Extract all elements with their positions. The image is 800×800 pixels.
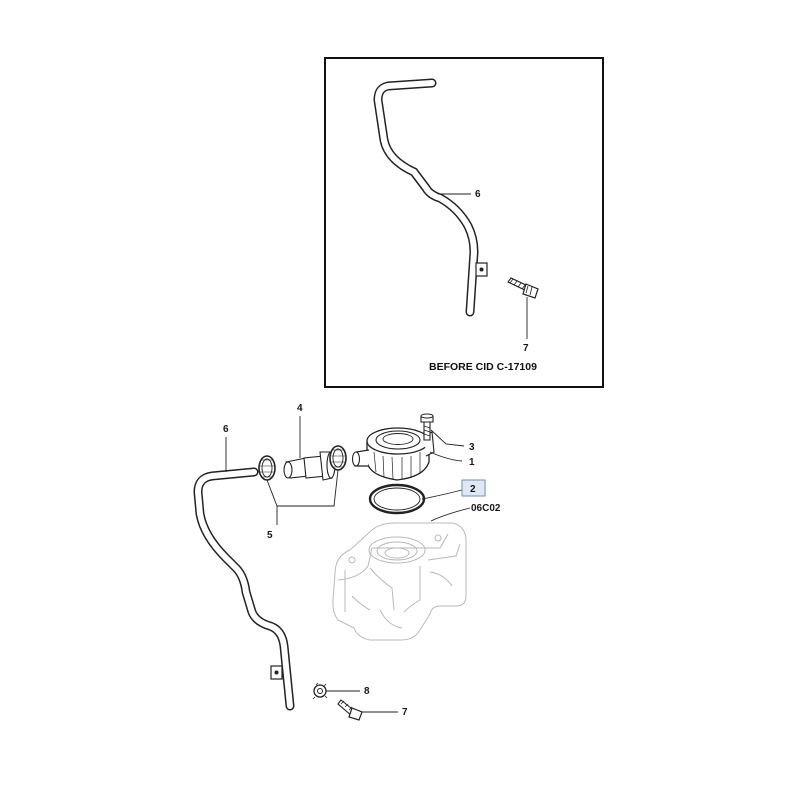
inset-label-7: 7 [523,343,529,354]
inset-label-6: 6 [475,189,481,200]
main-assembly: 4 6 3 1 2 06C02 5 8 7 [193,403,501,721]
elbow-connector-4 [283,451,336,481]
label-06c02: 06C02 [471,503,501,514]
label-8: 8 [364,686,370,697]
label-5: 5 [267,530,273,541]
seal-label-highlight-box [461,479,486,497]
washer-8 [312,682,328,700]
main-bracket [270,665,283,680]
label-7: 7 [402,707,408,718]
label-2: 2 [470,484,476,495]
bolt-7 [337,699,363,721]
label-3: 3 [469,442,475,453]
breather-cover-1 [351,427,435,481]
hose-clamp-5-left [258,455,276,481]
inset-bolt-7 [507,277,539,299]
seal-ring-2 [368,483,426,515]
leader-lines [225,416,471,713]
ghost-housing [332,522,467,641]
inset-hose-6 [373,78,479,317]
hose-clamp-5-right [329,445,347,471]
inset-bracket [475,262,488,277]
inset-caption: BEFORE CID C-17109 [429,361,537,373]
label-6: 6 [223,424,229,435]
inset-panel: 6 7 BEFORE CID C-17109 [324,57,604,388]
screw-3 [420,413,434,441]
label-1: 1 [469,457,475,468]
main-hose-6 [193,467,295,711]
label-4: 4 [297,403,303,414]
